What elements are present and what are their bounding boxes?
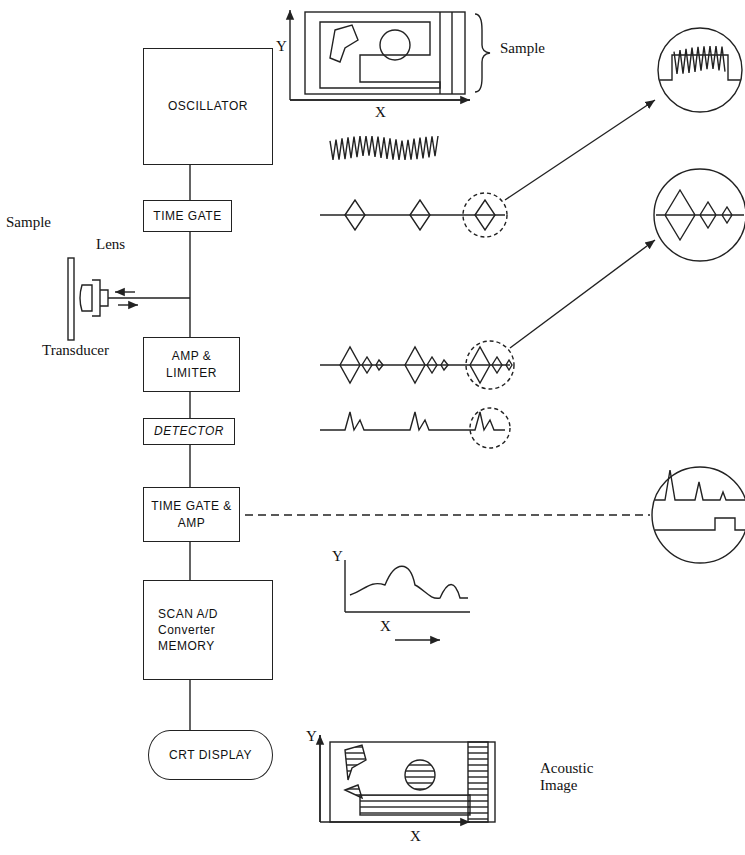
- box-label: DETECTOR: [148, 421, 230, 441]
- box-label: TIME GATE & AMP: [144, 496, 239, 532]
- axis-label: Y: [276, 38, 287, 55]
- axis-label: Y: [332, 548, 343, 565]
- axis-label: X: [375, 104, 386, 121]
- pulse-train: [320, 28, 742, 237]
- part-label: Sample: [6, 214, 51, 231]
- signal-line: [189, 165, 190, 200]
- line-scan-graph: [345, 560, 470, 640]
- acoustic-image: [320, 735, 495, 822]
- process-box: DETECTOR: [143, 418, 235, 445]
- box-label: OSCILLATOR: [162, 96, 254, 116]
- rf-burst: [330, 136, 438, 160]
- axis-label: Y: [306, 728, 317, 745]
- signal-line: [189, 680, 190, 730]
- process-box: OSCILLATOR: [143, 48, 273, 165]
- part-label: Lens: [96, 236, 125, 253]
- detector-output: [232, 408, 745, 563]
- part-label: Transducer: [42, 342, 109, 359]
- display-box: CRT DISPLAY: [148, 730, 273, 780]
- box-label: TIME GATE: [147, 206, 227, 226]
- signal-line: [189, 542, 190, 580]
- process-box: SCAN A/D Converter MEMORY: [143, 580, 273, 680]
- echo-train: [320, 169, 745, 389]
- transducer: [68, 258, 190, 340]
- box-label: SCAN A/D Converter MEMORY: [152, 604, 264, 657]
- axis-label: X: [380, 618, 391, 635]
- axis-label: X: [410, 828, 421, 845]
- box-label: CRT DISPLAY: [163, 745, 258, 765]
- sample-top: [290, 10, 490, 100]
- process-box: TIME GATE & AMP: [143, 487, 240, 542]
- box-label: AMP & LIMITER: [144, 346, 239, 382]
- part-label: Acoustic Image: [540, 760, 610, 794]
- signal-line: [189, 392, 190, 418]
- signal-line: [189, 232, 190, 337]
- process-box: TIME GATE: [143, 200, 232, 232]
- process-box: AMP & LIMITER: [143, 337, 240, 392]
- part-label: Sample: [500, 40, 545, 57]
- signal-line: [189, 445, 190, 487]
